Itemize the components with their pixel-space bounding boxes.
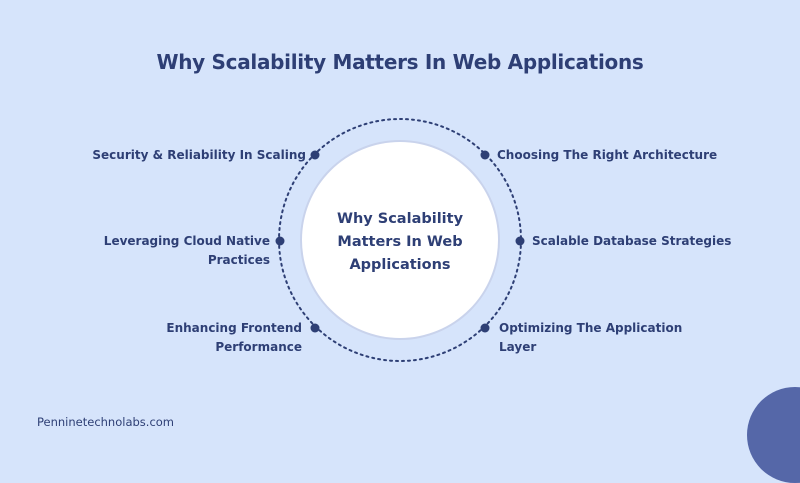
center-text-line: Why Scalability bbox=[336, 211, 464, 227]
website-footer: Penninetechnolabs.com bbox=[37, 415, 175, 429]
node-dot-cloud-native bbox=[275, 236, 285, 246]
label-line: Leveraging Cloud Native bbox=[103, 234, 270, 248]
label-database-strategies: Scalable Database Strategies bbox=[532, 232, 731, 251]
node-dot-security bbox=[310, 150, 320, 160]
label-line: Layer bbox=[499, 340, 537, 354]
label-line: Scalable Database Strategies bbox=[532, 234, 732, 248]
center-text: Why Scalability Matters In Web Applicati… bbox=[310, 208, 490, 277]
label-line: Practices bbox=[207, 253, 270, 267]
node-dot-architecture bbox=[480, 150, 490, 160]
center-text-line: Applications bbox=[349, 257, 451, 273]
label-line: Security & Reliability In Scaling bbox=[92, 148, 306, 162]
label-line: Performance bbox=[215, 340, 302, 354]
label-frontend-performance: Enhancing Frontend Performance bbox=[166, 319, 302, 357]
label-line: Optimizing The Application bbox=[499, 321, 683, 335]
label-cloud-native: Leveraging Cloud Native Practices bbox=[104, 232, 270, 270]
node-dot-database bbox=[515, 236, 525, 246]
label-line: Enhancing Frontend bbox=[166, 321, 302, 335]
center-circle bbox=[302, 142, 498, 338]
node-dot-frontend bbox=[310, 323, 320, 333]
label-right-architecture: Choosing The Right Architecture bbox=[497, 146, 717, 165]
label-line: Choosing The Right Architecture bbox=[497, 148, 718, 162]
cycle-diagram bbox=[275, 118, 525, 362]
node-dot-application-layer bbox=[480, 323, 490, 333]
label-security-reliability: Security & Reliability In Scaling bbox=[92, 146, 306, 165]
page-title: Why Scalability Matters In Web Applicati… bbox=[156, 50, 644, 74]
center-text-line: Matters In Web bbox=[337, 234, 463, 250]
label-application-layer: Optimizing The Application Layer bbox=[499, 319, 682, 357]
